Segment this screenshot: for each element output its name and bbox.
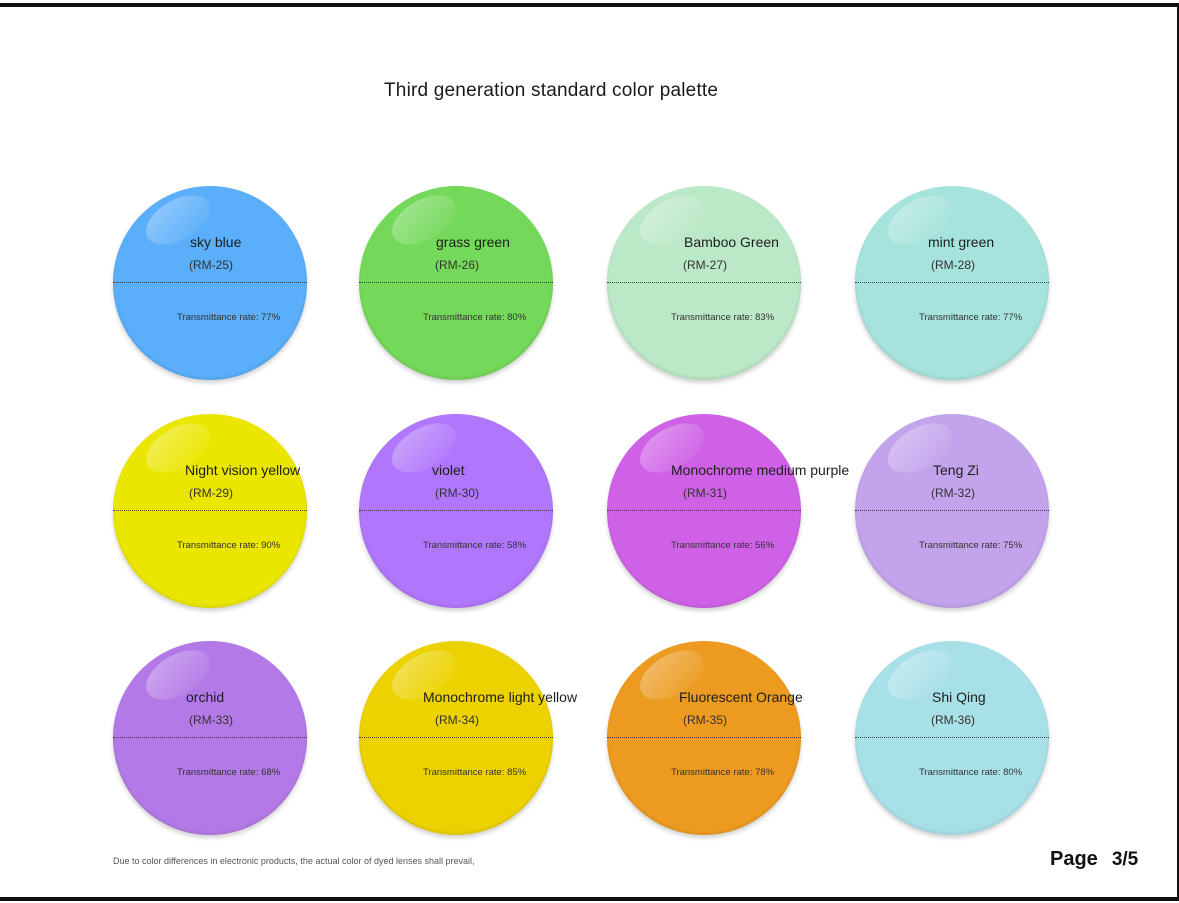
color-disc — [607, 641, 801, 835]
color-disc — [113, 186, 307, 380]
dotted-divider — [359, 737, 553, 738]
color-code: (RM-33) — [189, 713, 233, 727]
swatch-rm-30: violet (RM-30) Transmittance rate: 58% — [359, 413, 553, 608]
color-name: violet — [432, 462, 465, 478]
dotted-divider — [607, 282, 801, 283]
transmittance-rate: Transmittance rate: 56% — [671, 540, 775, 551]
dotted-divider — [113, 737, 307, 738]
color-code: (RM-36) — [931, 713, 975, 727]
color-disc — [855, 641, 1049, 835]
swatch-rm-32: Teng Zi (RM-32) Transmittance rate: 75% — [855, 413, 1049, 608]
color-code: (RM-30) — [435, 486, 479, 500]
color-name: Fluorescent Orange — [679, 689, 803, 705]
color-code: (RM-29) — [189, 486, 233, 500]
color-name: Shi Qing — [932, 689, 986, 705]
color-disc — [359, 641, 553, 835]
dotted-divider — [359, 510, 553, 511]
page-number: 3/5 — [1111, 849, 1139, 870]
color-name: sky blue — [190, 234, 242, 250]
color-disc — [607, 414, 801, 608]
color-disc — [113, 414, 307, 608]
color-disc — [359, 186, 553, 380]
dotted-divider — [855, 510, 1049, 511]
color-name: Bamboo Green — [684, 234, 779, 250]
dotted-divider — [855, 737, 1049, 738]
color-code: (RM-25) — [189, 258, 233, 272]
color-disc — [113, 641, 307, 835]
disclaimer-note: Due to color differences in electronic p… — [113, 856, 475, 866]
swatch-rm-35: Fluorescent Orange (RM-35) Transmittance… — [607, 640, 803, 835]
transmittance-rate: Transmittance rate: 83% — [671, 312, 775, 323]
color-name: Night vision yellow — [185, 462, 301, 478]
color-code: (RM-35) — [683, 713, 727, 727]
color-disc — [855, 186, 1049, 380]
transmittance-rate: Transmittance rate: 58% — [423, 540, 527, 551]
color-code: (RM-32) — [931, 486, 975, 500]
page-label: Page — [1050, 848, 1098, 870]
swatch-rm-36: Shi Qing (RM-36) Transmittance rate: 80% — [855, 640, 1049, 835]
swatch-rm-33: orchid (RM-33) Transmittance rate: 68% — [113, 640, 307, 835]
dotted-divider — [113, 282, 307, 283]
dotted-divider — [113, 510, 307, 511]
top-border — [0, 3, 1179, 7]
swatch-rm-34: Monochrome light yellow (RM-34) Transmit… — [359, 640, 577, 835]
color-name: Teng Zi — [933, 462, 979, 478]
transmittance-rate: Transmittance rate: 90% — [177, 540, 281, 551]
transmittance-rate: Transmittance rate: 80% — [423, 312, 527, 323]
transmittance-rate: Transmittance rate: 75% — [919, 540, 1023, 551]
color-disc — [855, 414, 1049, 608]
transmittance-rate: Transmittance rate: 78% — [671, 767, 775, 778]
color-name: orchid — [186, 689, 225, 705]
transmittance-rate: Transmittance rate: 80% — [919, 767, 1023, 778]
transmittance-rate: Transmittance rate: 85% — [423, 767, 527, 778]
swatch-rm-27: Bamboo Green (RM-27) Transmittance rate:… — [607, 185, 801, 380]
color-disc — [359, 414, 553, 608]
bottom-border — [0, 897, 1179, 901]
page-indicator: Page 3/5 — [1050, 848, 1138, 871]
color-code: (RM-27) — [683, 258, 727, 272]
swatch-rm-31: Monochrome medium purple (RM-31) Transmi… — [607, 413, 849, 608]
color-code: (RM-28) — [931, 258, 975, 272]
color-name: Monochrome light yellow — [423, 689, 578, 705]
transmittance-rate: Transmittance rate: 77% — [919, 312, 1023, 323]
color-name: mint green — [928, 234, 995, 250]
right-border — [1177, 3, 1179, 901]
swatch-rm-26: grass green (RM-26) Transmittance rate: … — [359, 185, 553, 380]
dotted-divider — [607, 510, 801, 511]
dotted-divider — [855, 282, 1049, 283]
transmittance-rate: Transmittance rate: 68% — [177, 767, 281, 778]
transmittance-rate: Transmittance rate: 77% — [177, 312, 281, 323]
color-code: (RM-34) — [435, 713, 479, 727]
color-disc — [607, 186, 801, 380]
swatch-rm-28: mint green (RM-28) Transmittance rate: 7… — [855, 185, 1049, 380]
page-title: Third generation standard color palette — [384, 80, 719, 101]
color-name: Monochrome medium purple — [671, 462, 850, 478]
color-name: grass green — [436, 234, 510, 250]
swatch-rm-25: sky blue (RM-25) Transmittance rate: 77% — [113, 185, 307, 380]
swatch-rm-29: Night vision yellow (RM-29) Transmittanc… — [113, 413, 307, 608]
color-code: (RM-31) — [683, 486, 727, 500]
color-code: (RM-26) — [435, 258, 479, 272]
dotted-divider — [359, 282, 553, 283]
dotted-divider — [607, 737, 801, 738]
